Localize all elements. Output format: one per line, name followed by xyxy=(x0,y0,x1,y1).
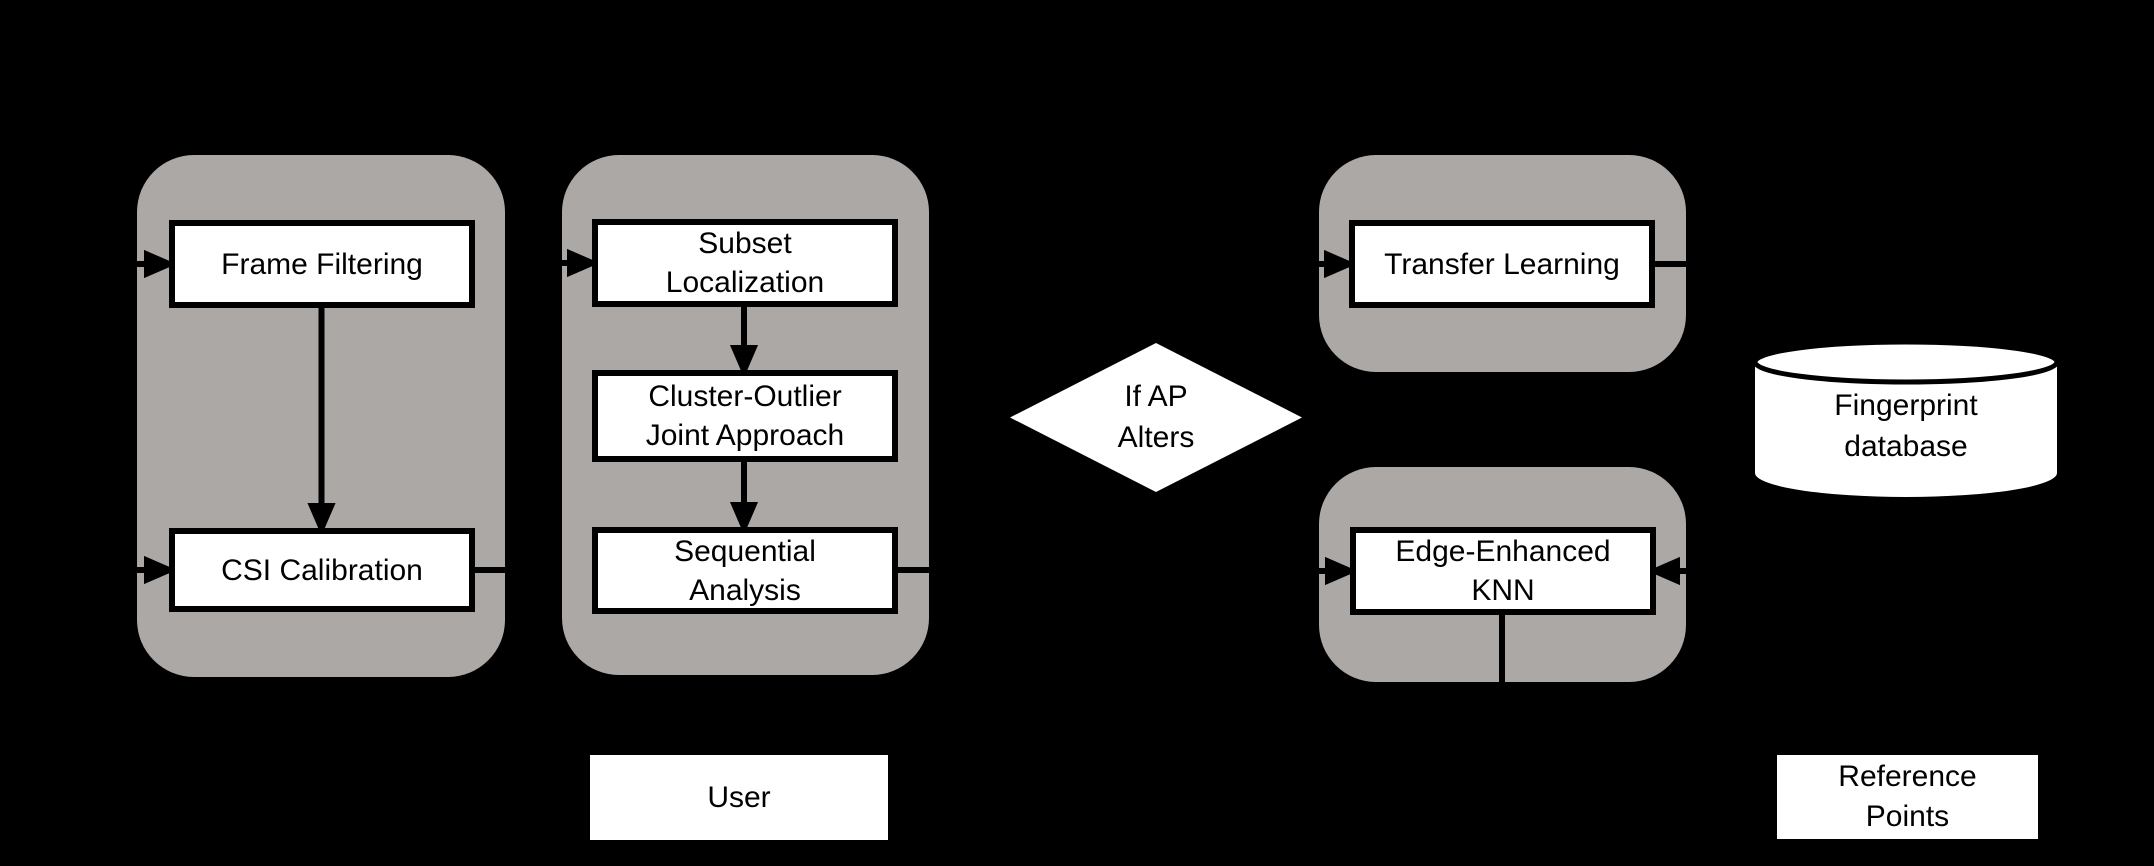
label-user: User xyxy=(590,755,888,840)
node-subset-localization: Subset Localization xyxy=(592,219,898,307)
node-edge-enhanced-knn-label-line2: KNN xyxy=(1471,574,1535,607)
arrowhead-into-edge-knn-left xyxy=(1325,556,1358,586)
database-cylinder-top xyxy=(1752,339,2060,385)
decision-label-line2: Alters xyxy=(1117,421,1195,454)
arrowhead-subset-to-cluster-outlier xyxy=(729,345,759,378)
label-reference-points-line1: Reference xyxy=(1838,760,1977,793)
database-cylinder-body xyxy=(1755,362,2057,497)
node-sequential-analysis: Sequential Analysis xyxy=(592,527,898,614)
node-csi-calibration: CSI Calibration xyxy=(169,528,475,612)
decision-diamond-shape xyxy=(1010,343,1302,492)
label-user-text: User xyxy=(707,780,771,814)
node-cluster-outlier-joint-approach: Cluster-Outlier Joint Approach xyxy=(592,370,898,462)
node-transfer-learning-label: Transfer Learning xyxy=(1384,247,1620,281)
fingerprint-database-label-line1: Fingerprint xyxy=(1834,389,1978,422)
node-transfer-learning: Transfer Learning xyxy=(1349,220,1655,308)
node-subset-localization-label-line1: Subset xyxy=(698,227,792,260)
node-edge-enhanced-knn: Edge-Enhanced KNN xyxy=(1350,527,1656,615)
node-frame-filtering: Frame Filtering xyxy=(169,220,475,308)
arrowhead-into-edge-knn-right xyxy=(1647,556,1680,586)
node-sequential-analysis-label-line2: Analysis xyxy=(689,573,801,607)
node-csi-calibration-label: CSI Calibration xyxy=(221,553,423,587)
arrowhead-cluster-outlier-to-sequential xyxy=(729,502,759,535)
label-reference-points: Reference Points xyxy=(1777,755,2038,839)
arrowhead-into-csi-calibration xyxy=(144,555,177,585)
arrowhead-into-transfer-learning xyxy=(1324,249,1357,279)
node-cluster-outlier-label-line2: Joint Approach xyxy=(645,419,845,452)
node-sequential-analysis-label-line1: Sequential xyxy=(674,534,816,568)
arrowhead-into-frame-filtering xyxy=(144,249,177,279)
arrowhead-frame-filtering-to-csi-calibration xyxy=(307,503,336,536)
fingerprint-database-label: Fingerprint database xyxy=(1775,378,2037,474)
fingerprint-database-label-line2: database xyxy=(1844,430,1968,463)
node-subset-localization-label-line2: Localization xyxy=(665,266,825,299)
node-cluster-outlier-label-line1: Cluster-Outlier xyxy=(648,380,842,413)
label-reference-points-line2: Points xyxy=(1865,800,1950,833)
node-edge-enhanced-knn-label-line1: Edge-Enhanced xyxy=(1395,535,1611,568)
node-frame-filtering-label: Frame Filtering xyxy=(221,247,423,281)
arrowhead-into-subset-localization xyxy=(567,248,600,278)
decision-label-line1: If AP xyxy=(1124,380,1188,413)
decision-if-ap-alters-label: If AP Alters xyxy=(1056,358,1256,476)
